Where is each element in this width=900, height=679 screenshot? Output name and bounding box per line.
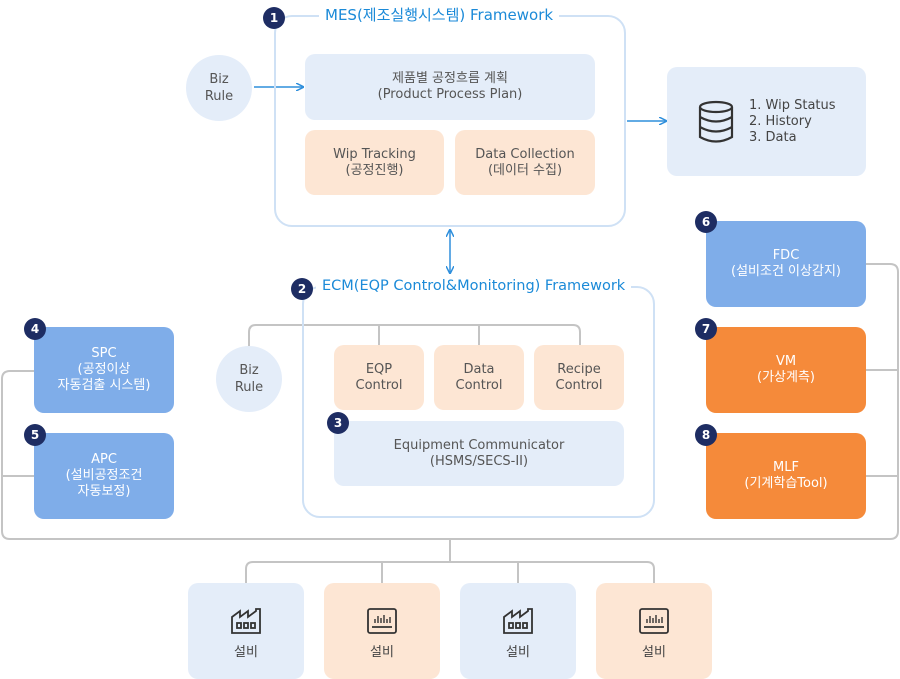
status-item-3: 3. Data — [749, 129, 797, 145]
fdc-line1: FDC — [772, 248, 800, 263]
eqp-control-box[interactable]: EQP Control — [334, 345, 424, 410]
mlf-line1: MLF — [773, 460, 799, 475]
equipment-4-label: 설비 — [642, 645, 666, 660]
spc-line3: 자동검출 시스템) — [57, 378, 151, 393]
wip-subtitle: (공정진행) — [345, 162, 404, 178]
biz-rule-top-line2: Rule — [204, 89, 234, 104]
equipment-3-label: 설비 — [506, 645, 530, 660]
plan-title: 제품별 공정흐름 계획 — [392, 71, 508, 86]
badge-6: 6 — [695, 211, 717, 233]
equipment-2[interactable]: 설비 — [324, 583, 440, 679]
mes-framework-title: MES(제조실행시스템) Framework — [319, 5, 560, 25]
biz-rule-mid[interactable]: Biz Rule — [216, 346, 282, 412]
fdc-line2: (설비조건 이상감지) — [731, 264, 841, 279]
factory-icon — [503, 608, 533, 634]
vm-line2: (가상계측) — [757, 370, 815, 385]
badge-3: 3 — [327, 412, 349, 434]
apc-box[interactable]: APC (설비공정조건 자동보정) — [34, 433, 174, 519]
fdc-box[interactable]: FDC (설비조건 이상감지) — [706, 221, 866, 307]
apc-line2: (설비공정조건 — [65, 468, 143, 483]
biz-rule-mid-line2: Rule — [234, 380, 264, 395]
ecm-framework-title: ECM(EQP Control&Monitoring) Framework — [316, 276, 632, 296]
wip-title: Wip Tracking — [333, 146, 416, 162]
badge-2: 2 — [291, 278, 313, 300]
apc-line1: APC — [91, 452, 117, 467]
data-line2: Control — [455, 377, 503, 393]
badge-4: 4 — [24, 318, 46, 340]
plan-subtitle: (Product Process Plan) — [377, 87, 523, 102]
equipment-3[interactable]: 설비 — [460, 583, 576, 679]
communicator-subtitle: (HSMS/SECS-II) — [429, 453, 529, 469]
status-box[interactable]: 1. Wip Status 2. History 3. Data — [667, 67, 866, 176]
equipment-1-label: 설비 — [234, 645, 258, 660]
monitor-icon — [367, 608, 397, 634]
recipe-line1: Recipe — [557, 361, 601, 377]
mlf-line2: (기계학습Tool) — [744, 476, 828, 491]
apc-line3: 자동보정) — [77, 484, 131, 499]
vm-line1: VM — [775, 354, 797, 369]
spc-box[interactable]: SPC (공정이상 자동검출 시스템) — [34, 327, 174, 413]
spc-line2: (공정이상 — [77, 362, 131, 377]
communicator-title: Equipment Communicator — [393, 437, 565, 453]
badge-7: 7 — [695, 318, 717, 340]
product-process-plan-box[interactable]: 제품별 공정흐름 계획 (Product Process Plan) — [305, 54, 595, 120]
vm-box[interactable]: VM (가상계측) — [706, 327, 866, 413]
eqp-line1: EQP — [365, 361, 393, 377]
monitor-icon — [639, 608, 669, 634]
collection-title: Data Collection — [475, 146, 575, 162]
biz-rule-top[interactable]: Biz Rule — [186, 55, 252, 121]
equipment-4[interactable]: 설비 — [596, 583, 712, 679]
badge-5: 5 — [24, 424, 46, 446]
status-item-1: 1. Wip Status — [749, 97, 836, 113]
data-control-box[interactable]: Data Control — [434, 345, 524, 410]
data-collection-box[interactable]: Data Collection (데이터 수집) — [455, 130, 595, 195]
data-line1: Data — [463, 361, 495, 377]
biz-rule-top-line1: Biz — [209, 72, 229, 87]
recipe-control-box[interactable]: Recipe Control — [534, 345, 624, 410]
eqp-line2: Control — [355, 377, 403, 393]
mlf-box[interactable]: MLF (기계학습Tool) — [706, 433, 866, 519]
badge-1: 1 — [263, 7, 285, 29]
database-icon — [698, 100, 734, 143]
status-item-2: 2. History — [749, 113, 812, 129]
collection-subtitle: (데이터 수집) — [487, 162, 563, 178]
mes-framework — [274, 15, 626, 227]
equipment-1[interactable]: 설비 — [188, 583, 304, 679]
factory-icon — [231, 608, 261, 634]
spc-line1: SPC — [91, 346, 117, 361]
equipment-communicator-box[interactable]: Equipment Communicator (HSMS/SECS-II) — [334, 421, 624, 486]
badge-8: 8 — [695, 424, 717, 446]
wip-tracking-box[interactable]: Wip Tracking (공정진행) — [305, 130, 444, 195]
recipe-line2: Control — [555, 377, 603, 393]
biz-rule-mid-line1: Biz — [239, 363, 259, 378]
equipment-2-label: 설비 — [370, 645, 394, 660]
